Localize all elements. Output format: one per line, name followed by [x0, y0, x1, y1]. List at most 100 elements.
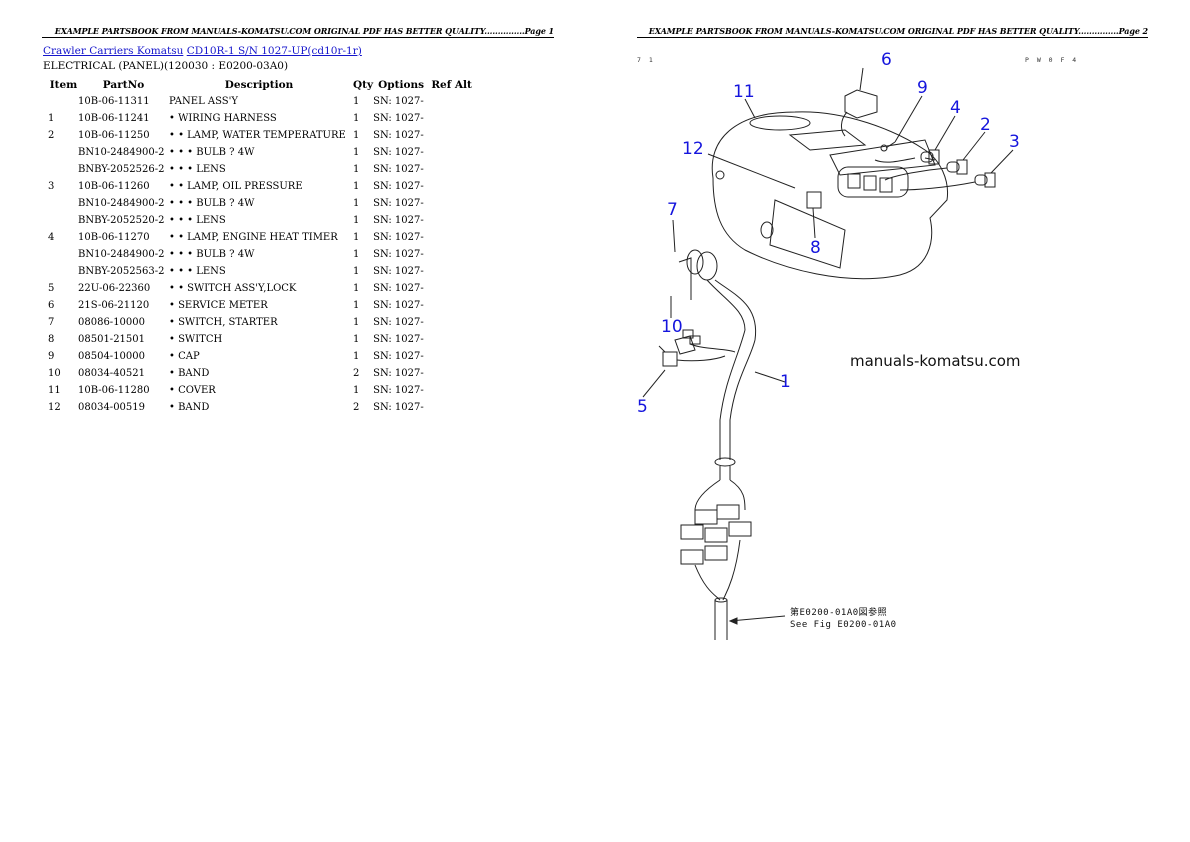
- cell-options: SN: 1027-: [373, 300, 424, 311]
- page-2: EXAMPLE PARTSBOOK FROM MANUALS-KOMATSU.C…: [595, 0, 1190, 842]
- cell-qty: 1: [353, 232, 360, 243]
- cell-qty: 1: [353, 334, 360, 345]
- cell-item: 1: [48, 113, 55, 124]
- cell-item: 7: [48, 317, 55, 328]
- cell-item: [43, 93, 78, 110]
- cell-description: • • • BULB ? 4W: [169, 249, 255, 260]
- cell-options: SN: 1027-: [373, 96, 424, 107]
- cell-ref-alt: [429, 280, 474, 297]
- cell-ref-alt: [429, 161, 474, 178]
- page-1: EXAMPLE PARTSBOOK FROM MANUALS-KOMATSU.C…: [42, 26, 554, 416]
- cell-partno: 10B-06-11270: [78, 232, 150, 243]
- cell-description: • • LAMP, OIL PRESSURE: [169, 181, 303, 192]
- cell-description: • • • BULB ? 4W: [169, 198, 255, 209]
- cell-partno: 08034-00519: [78, 402, 146, 413]
- cell-partno: BN10-2484900-2: [78, 249, 165, 260]
- cell-ref-alt: [429, 195, 474, 212]
- callout-5: 5: [637, 397, 648, 417]
- page-header: EXAMPLE PARTSBOOK FROM MANUALS-KOMATSU.C…: [54, 26, 554, 36]
- cell-item: 12: [48, 402, 61, 413]
- cell-options: SN: 1027-: [373, 113, 424, 124]
- cell-partno: 08086-10000: [78, 317, 146, 328]
- cell-ref-alt: [429, 382, 474, 399]
- watermark-text: manuals-komatsu.com: [850, 352, 1021, 370]
- parts-table: Item PartNo Description Qty Options Ref …: [43, 76, 474, 416]
- callout-9: 9: [917, 78, 928, 98]
- callout-11: 11: [733, 82, 755, 102]
- column-header-ref-alt: Ref Alt: [431, 78, 472, 91]
- cell-item: [43, 195, 78, 212]
- cell-item: 11: [48, 385, 61, 396]
- cell-item: [43, 144, 78, 161]
- cell-ref-alt: [429, 229, 474, 246]
- cell-partno: BNBY-2052520-2: [78, 215, 165, 226]
- cell-item: [43, 212, 78, 229]
- cell-ref-alt: [429, 110, 474, 127]
- column-header-qty: Qty: [353, 78, 374, 91]
- cell-description: • SWITCH: [169, 334, 223, 345]
- cell-options: SN: 1027-: [373, 266, 424, 277]
- cell-item: [43, 246, 78, 263]
- figure-reference-en: See Fig E0200-01A0: [790, 620, 897, 630]
- breadcrumb-link-model[interactable]: CD10R-1 S/N 1027-UP(cd10r-1r): [186, 45, 362, 57]
- cell-description: • • • LENS: [169, 215, 226, 226]
- cell-ref-alt: [429, 348, 474, 365]
- figure-corner-code-left: 7 1: [637, 56, 655, 64]
- cell-description: • BAND: [169, 368, 210, 379]
- cell-options: SN: 1027-: [373, 147, 424, 158]
- cell-options: SN: 1027-: [373, 164, 424, 175]
- cell-description: • SERVICE METER: [169, 300, 268, 311]
- cell-item: 9: [48, 351, 55, 362]
- exploded-parts-diagram: [642, 67, 1014, 640]
- section-title: ELECTRICAL (PANEL)(120030 : E0200-03A0): [43, 60, 289, 72]
- cell-description: • COVER: [169, 385, 216, 396]
- cell-options: SN: 1027-: [373, 130, 424, 141]
- cell-qty: 1: [353, 164, 360, 175]
- cell-ref-alt: [429, 178, 474, 195]
- cell-partno: 10B-06-11311: [78, 96, 150, 107]
- cell-options: SN: 1027-: [373, 368, 424, 379]
- cell-partno: BN10-2484900-2: [78, 147, 165, 158]
- breadcrumb-link-model-family[interactable]: Crawler Carriers Komatsu: [43, 45, 184, 57]
- cell-qty: 1: [353, 181, 360, 192]
- cell-qty: 1: [353, 113, 360, 124]
- figure-reference-note: 第E0200-01A0図参照 See Fig E0200-01A0: [790, 607, 897, 631]
- cell-options: SN: 1027-: [373, 283, 424, 294]
- cell-partno: 08504-10000: [78, 351, 146, 362]
- cell-ref-alt: [429, 314, 474, 331]
- cell-options: SN: 1027-: [373, 249, 424, 260]
- cell-item: [43, 263, 78, 280]
- cell-description: • CAP: [169, 351, 200, 362]
- cell-description: • • SWITCH ASS'Y,LOCK: [169, 283, 297, 294]
- cell-qty: 2: [353, 402, 360, 413]
- cell-partno: 08501-21501: [78, 334, 146, 345]
- cell-qty: 1: [353, 283, 360, 294]
- cell-ref-alt: [429, 331, 474, 348]
- cell-partno: 08034-40521: [78, 368, 146, 379]
- cell-qty: 1: [353, 198, 360, 209]
- figure-corner-code-right: P W 0 F 4: [1025, 56, 1079, 64]
- cell-ref-alt: [429, 297, 474, 314]
- cell-description: • • • LENS: [169, 266, 226, 277]
- figure-reference-jp: 第E0200-01A0図参照: [790, 608, 888, 618]
- cell-description: • • • LENS: [169, 164, 226, 175]
- cell-options: SN: 1027-: [373, 402, 424, 413]
- cell-ref-alt: [429, 127, 474, 144]
- column-header-partno: PartNo: [102, 78, 145, 91]
- panel-cover-shape: [711, 111, 949, 280]
- cell-qty: 1: [353, 249, 360, 260]
- cell-qty: 1: [353, 96, 360, 107]
